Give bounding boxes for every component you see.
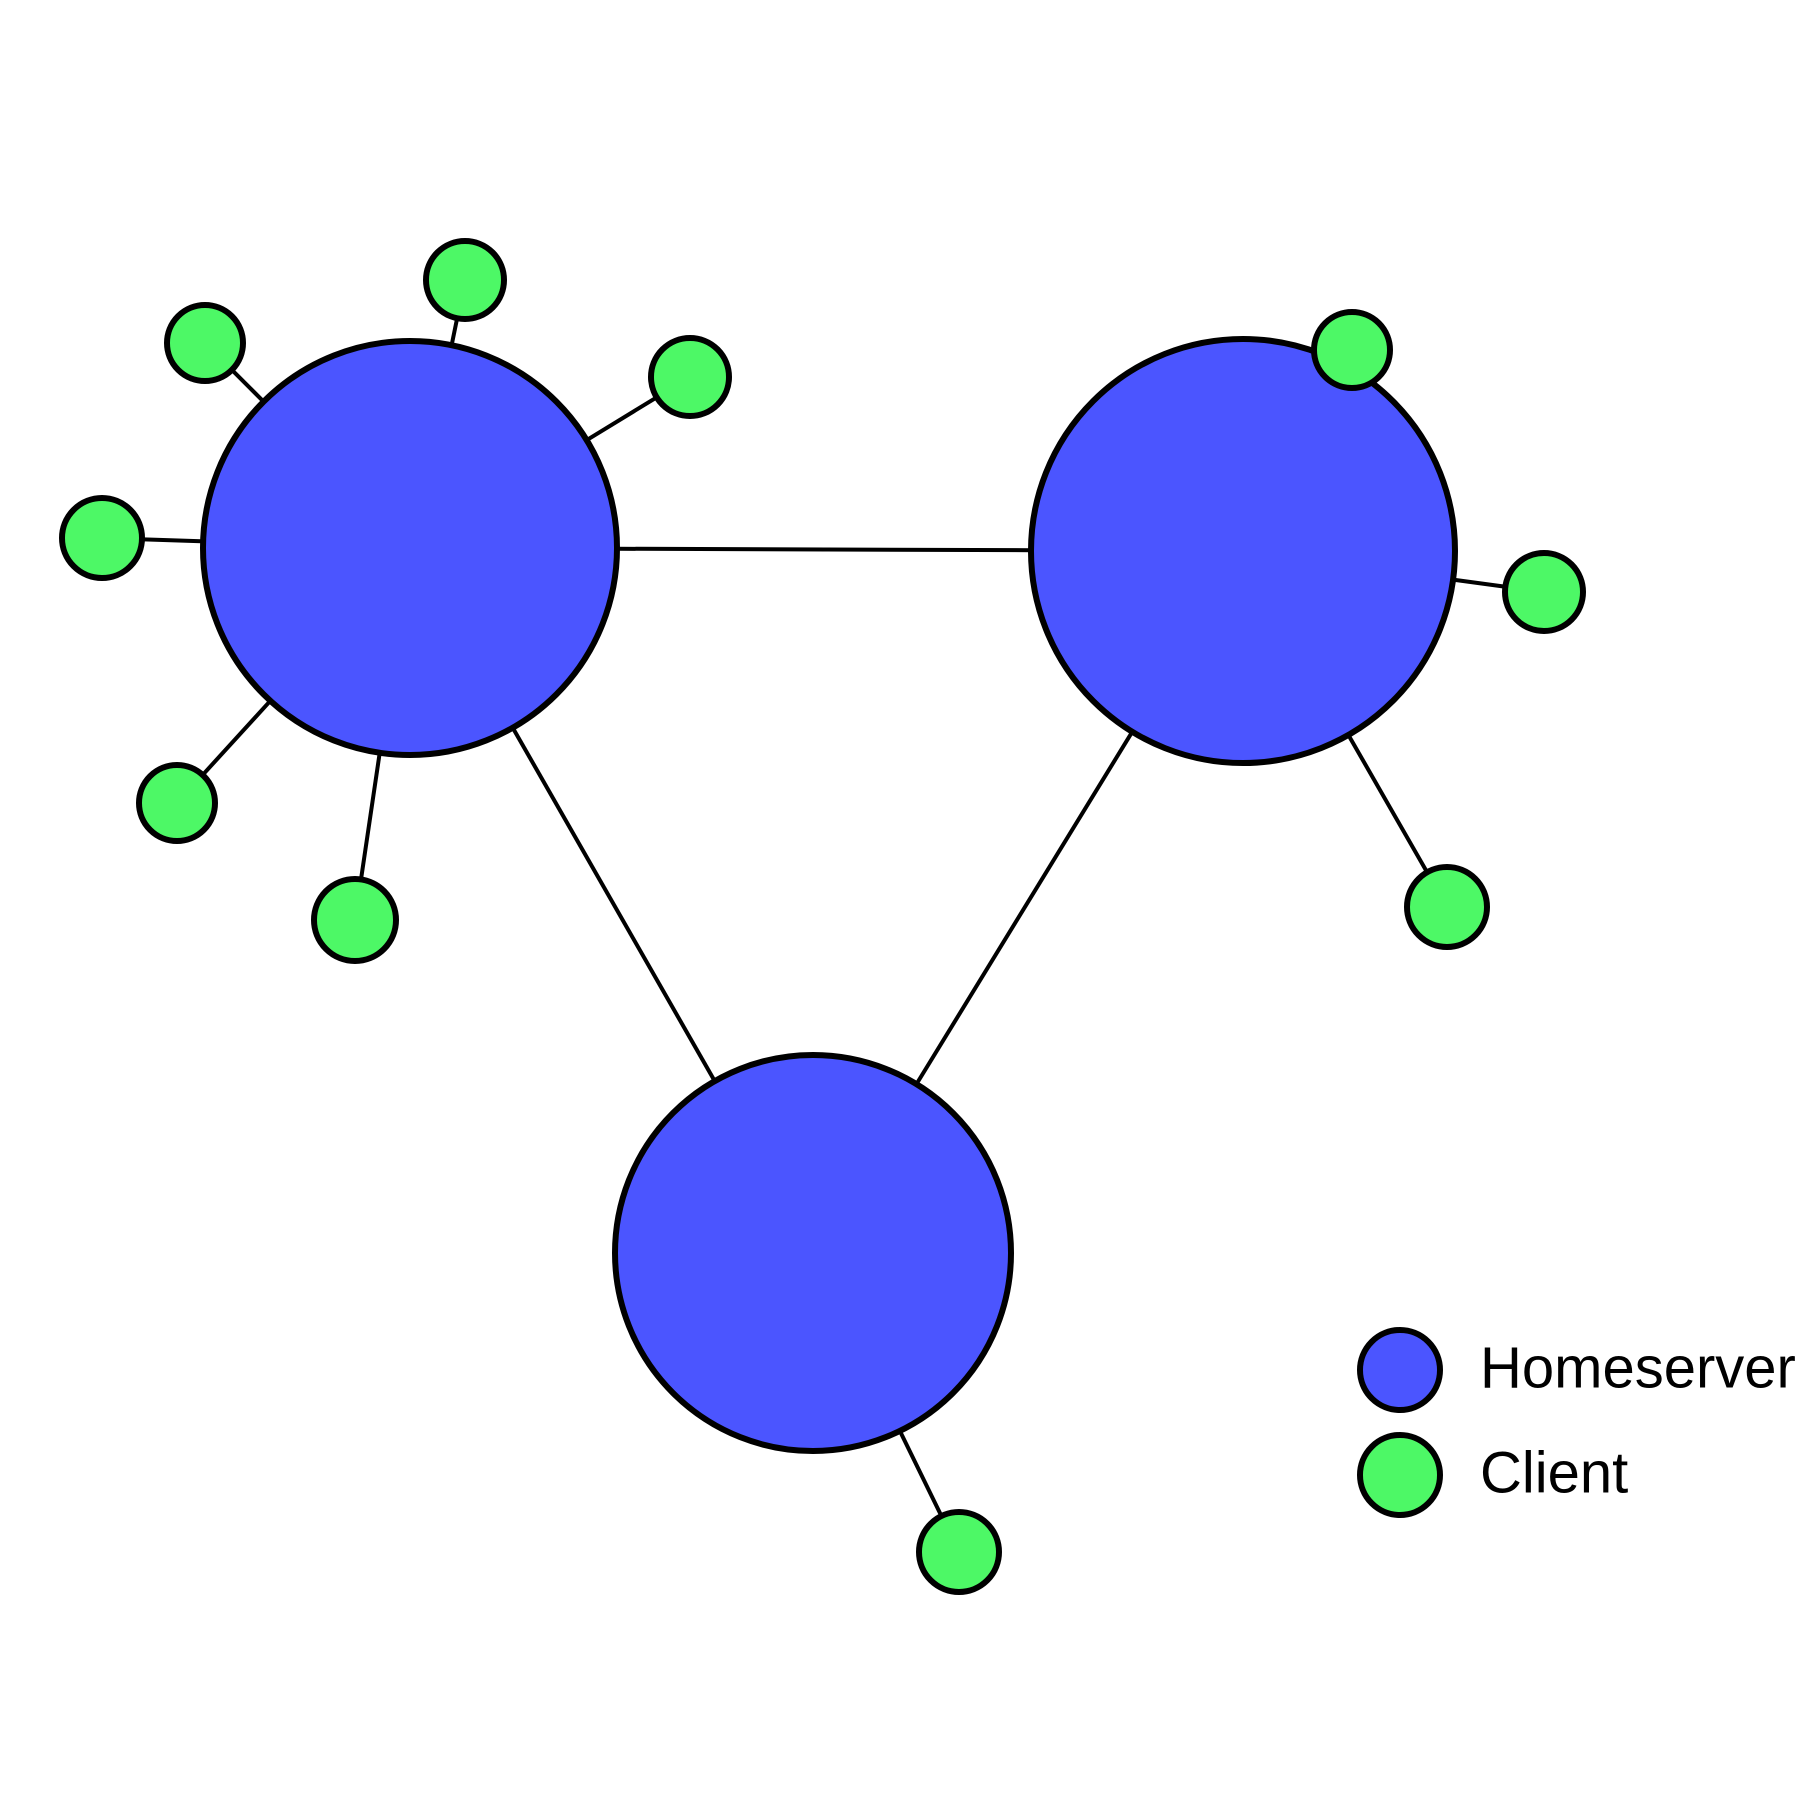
edge-client-link [199,697,274,778]
node-client[interactable]: Client [648,335,732,419]
legend-marker-client [1357,1432,1443,1518]
edge-client-link [1345,732,1430,876]
legend-label-client: Client [1480,1440,1628,1505]
node-client[interactable]: Client [1404,864,1490,950]
edge-client-link [139,537,206,544]
legend-marker-homeserver [1357,1327,1443,1413]
edge-federation [509,724,718,1084]
node-client[interactable]: Client [136,762,218,844]
node-client[interactable]: Client [1311,309,1393,391]
node-client[interactable]: Client [916,1509,1002,1595]
edge-federation [913,729,1136,1087]
edge-client-link [229,367,267,405]
edge-federation [614,546,1034,553]
edge-client-link [583,394,660,443]
node-homeserver[interactable]: Homeserver [1028,336,1458,766]
node-client[interactable]: Client [164,302,246,384]
edges-layer [139,315,1508,1519]
edge-client-link [358,750,382,882]
edge-client-link [897,1428,945,1519]
nodes-layer: HomeserverHomeserverHomeserverClientClie… [59,238,1586,1595]
edge-client-link [1450,577,1508,589]
legend-label-homeserver: Homeserver [1480,1335,1796,1400]
node-client[interactable]: Client [423,238,507,322]
node-homeserver[interactable]: Homeserver [200,338,620,758]
edge-client-link [449,315,460,348]
node-client[interactable]: Client [311,876,399,964]
node-client[interactable]: Client [1502,550,1586,634]
node-homeserver[interactable]: Homeserver [612,1052,1014,1454]
node-client[interactable]: Client [59,495,145,581]
